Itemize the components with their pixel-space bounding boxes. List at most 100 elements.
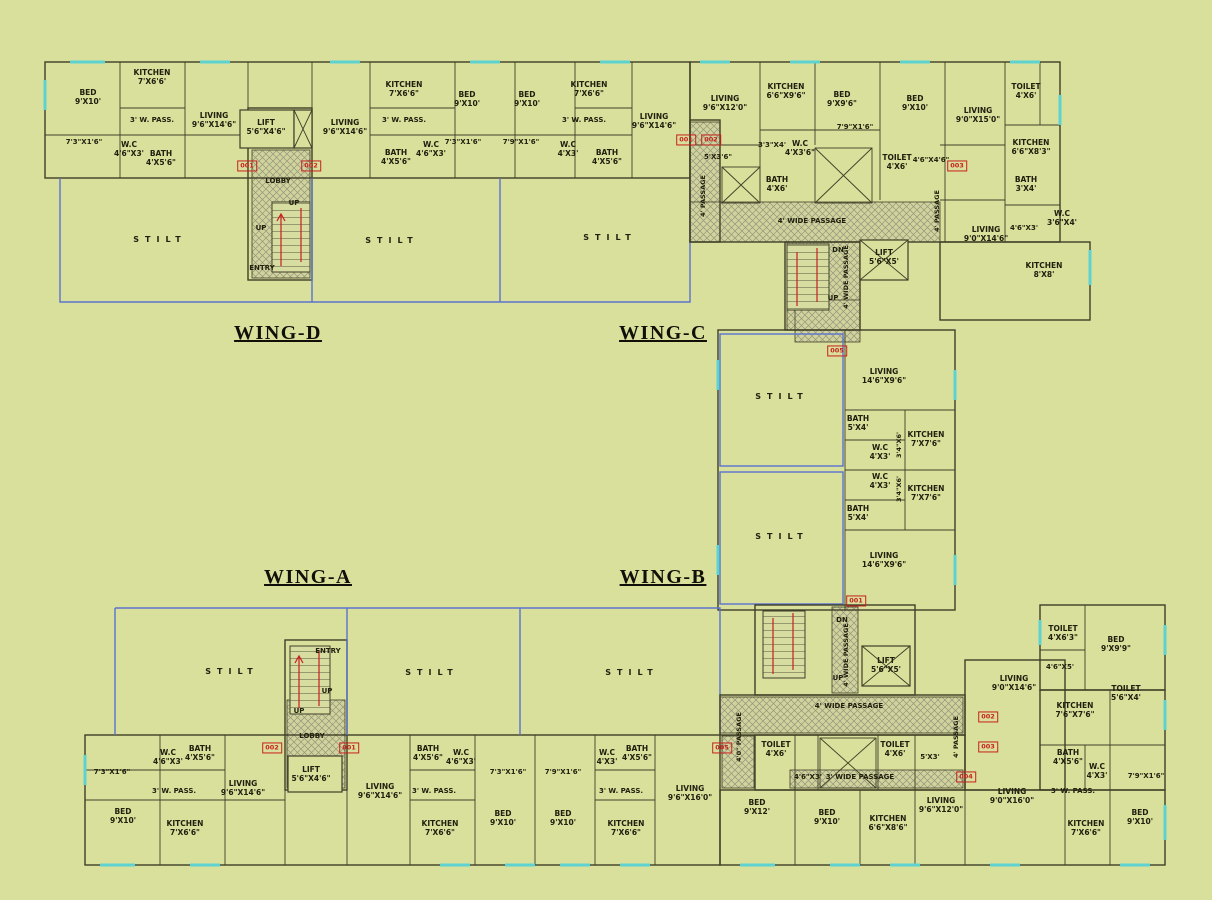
room-label: KITCHEN 7'X7'6" — [907, 484, 945, 502]
dimension-label: 3'3"X4' — [758, 140, 786, 149]
room-label: KITCHEN 7'X6'6" — [385, 80, 423, 98]
room-label: W.C 4'6"X3' — [416, 140, 446, 158]
room-label: W.C 4'X3' — [869, 472, 891, 490]
window-markings — [43, 60, 1167, 867]
room-label: KITCHEN 6'6"X8'6" — [868, 814, 908, 832]
dimension-label: 7'3"X1'6" — [444, 137, 482, 146]
room-label: BED 9'X10' — [513, 90, 541, 108]
room-label: BED 9'X9'9" — [1101, 635, 1131, 653]
unit-number: 001 — [846, 595, 866, 607]
unit-number: 002 — [978, 711, 998, 723]
unit-number: 002 — [262, 742, 282, 754]
room-label: LIVING 9'0"X14'6" — [963, 225, 1009, 243]
dimension-label: 7'9"X1'6" — [502, 137, 540, 146]
dimension-label: 4'6"X3' — [794, 772, 822, 781]
room-label: BED 9'X9'6" — [827, 90, 857, 108]
dimension-label: 3' WIDE PASSAGE — [825, 772, 895, 781]
unit-number: 001 — [676, 134, 696, 146]
dimension-label: LOBBY — [299, 731, 325, 740]
room-label: LIVING 9'6"X16'0" — [667, 784, 713, 802]
room-label: TOILET 4'X6'3" — [1048, 624, 1078, 642]
stilt-label: STILT — [605, 668, 659, 678]
middle-stilt-outline — [719, 333, 844, 605]
room-label: BED 9'X10' — [109, 807, 137, 825]
room-label: LIVING 9'6"X14'6" — [631, 112, 677, 130]
room-label: W.C 4'6"X3' — [446, 748, 476, 766]
dimension-label: 3' W. PASS. — [561, 115, 607, 124]
room-label: W.C 3'6"X4' — [1047, 209, 1077, 227]
dimension-label: 7'3"X1'6" — [65, 137, 103, 146]
room-label: BATH 4'X5'6" — [381, 148, 411, 166]
room-label: W.C 4'X3'6" — [785, 139, 815, 157]
passage-label: 4'0" PASSAGE — [735, 712, 744, 762]
middle-connector-walls — [717, 329, 956, 611]
unit-number: 002 — [301, 160, 321, 172]
passage-label: 4' PASSAGE — [952, 716, 961, 758]
room-label: BED 9'X10' — [549, 809, 577, 827]
dimension-label: UP — [293, 706, 305, 715]
dimension-label: 3' W. PASS. — [381, 115, 427, 124]
stilt-label: STILT — [133, 235, 187, 245]
room-label: TOILET 4'X6' — [882, 153, 912, 171]
dimension-label: 4'6"X3' — [1010, 223, 1038, 232]
stilt-label: STILT — [755, 392, 809, 402]
room-label: LIVING 14'6"X9'6" — [861, 367, 907, 385]
dimension-label: 3' W. PASS. — [598, 786, 644, 795]
dimension-label: 7'3"X1'6" — [93, 767, 131, 776]
unit-number: 005 — [827, 345, 847, 357]
room-label: W.C 4'X3' — [596, 748, 618, 766]
room-label: LIFT 5'6"X4'6" — [291, 765, 331, 783]
room-label: BATH 5'X4' — [846, 414, 870, 432]
dimension-label: LOBBY — [265, 176, 291, 185]
passage-label: 4' WIDE PASSAGE — [842, 245, 851, 309]
room-label: KITCHEN 8'X8' — [1025, 261, 1063, 279]
stilt-label: STILT — [755, 532, 809, 542]
room-label: KITCHEN 7'6"X7'6" — [1055, 701, 1095, 719]
dimension-label: DN — [836, 615, 848, 624]
dimension-label: 4'6"X4'6" — [912, 155, 950, 164]
unit-number: 001 — [237, 160, 257, 172]
passage-label: 4' WIDE PASSAGE — [842, 623, 851, 687]
room-label: BED 9'X12' — [743, 798, 771, 816]
wing-title: WING-B — [619, 566, 707, 588]
room-label: KITCHEN 7'X6'6" — [607, 819, 645, 837]
wing-title: WING-D — [234, 322, 322, 344]
room-label: W.C 4'6"X3' — [153, 748, 183, 766]
room-label: LIVING 14'6"X9'6" — [861, 551, 907, 569]
room-label: W.C 4'X3' — [869, 443, 891, 461]
room-label: LIVING 9'6"X14'6" — [220, 779, 266, 797]
dimension-label: ENTRY — [249, 263, 275, 272]
room-label: TOILET 5'6"X4' — [1111, 684, 1141, 702]
unit-number: 001 — [339, 742, 359, 754]
unit-number: 004 — [956, 771, 976, 783]
room-label: BATH 4'X5'6" — [1053, 748, 1083, 766]
room-label: LIVING 9'0"X16'0" — [989, 787, 1035, 805]
passage-label: 3'4"X6' — [895, 476, 904, 502]
room-label: LIVING 9'0"X14'6" — [991, 674, 1037, 692]
dimension-label: ENTRY — [315, 646, 341, 655]
wing-title: WING-A — [264, 566, 352, 588]
unit-number: 003 — [947, 160, 967, 172]
room-label: BED 9'X10' — [901, 94, 929, 112]
room-label: W.C 4'6"X3' — [114, 140, 144, 158]
room-label: BATH 4'X5'6" — [622, 744, 652, 762]
room-label: LIFT 5'6"X5' — [869, 248, 899, 266]
staircases — [271, 201, 830, 715]
dimension-label: 3' W. PASS. — [151, 786, 197, 795]
room-label: KITCHEN 6'6"X8'3" — [1011, 138, 1051, 156]
room-label: BATH 4'X5'6" — [146, 149, 176, 167]
room-label: LIFT 5'6"X4'6" — [246, 118, 286, 136]
dimension-label: UP — [827, 293, 839, 302]
room-label: BATH 4'X5'6" — [413, 744, 443, 762]
room-label: LIVING 9'6"X12'0" — [918, 796, 964, 814]
stilt-label: STILT — [205, 667, 259, 677]
unit-number: 003 — [978, 741, 998, 753]
dimension-label: 3' W. PASS. — [1050, 786, 1096, 795]
dimension-label: 3' W. PASS. — [129, 115, 175, 124]
room-label: LIVING 9'6"X14'6" — [357, 782, 403, 800]
dimension-label: UP — [321, 686, 333, 695]
dimension-label: 4'6"X5' — [1046, 662, 1074, 671]
dimension-label: 4' WIDE PASSAGE — [777, 216, 847, 225]
